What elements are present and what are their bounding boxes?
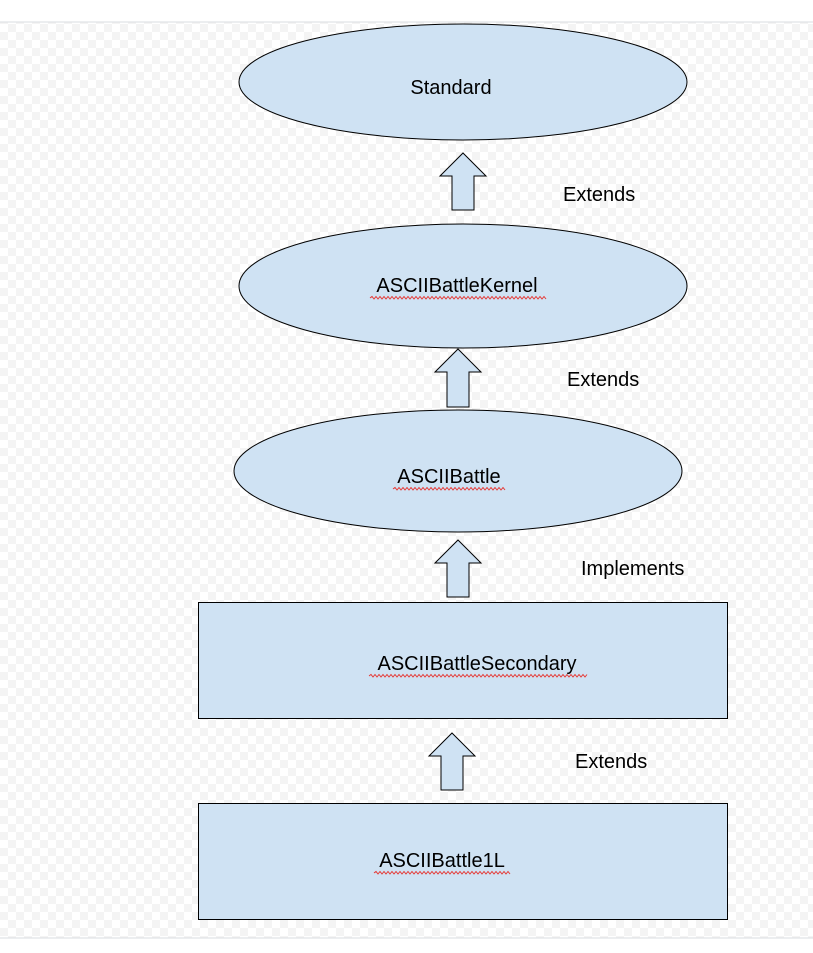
arrow-secondary-to-battle[interactable]: [433, 539, 483, 598]
node-secondary[interactable]: ASCIIBattleSecondary: [198, 602, 728, 719]
arrow-battle1l-to-secondary[interactable]: [427, 732, 477, 791]
node-standard[interactable]: Standard: [238, 23, 688, 141]
node-label-secondary: ASCIIBattleSecondary: [378, 653, 577, 675]
node-label-battle: ASCIIBattle: [397, 466, 500, 488]
edge-label-extends-3: Extends: [575, 751, 647, 773]
node-kernel[interactable]: ASCIIBattleKernel: [238, 223, 688, 349]
node-battle[interactable]: ASCIIBattle: [233, 409, 683, 533]
arrow-battle-to-kernel[interactable]: [433, 348, 483, 408]
spellcheck-underline-battle: [392, 486, 506, 491]
arrow-kernel-to-standard[interactable]: [438, 152, 488, 211]
edge-label-implements: Implements: [581, 558, 684, 580]
spellcheck-underline-battle1l: [373, 870, 511, 875]
edge-label-extends-2: Extends: [567, 369, 639, 391]
edge-label-extends-1: Extends: [563, 184, 635, 206]
node-label-battle1l: ASCIIBattle1L: [379, 850, 505, 872]
spellcheck-underline-kernel: [369, 295, 547, 300]
node-label-standard: Standard: [410, 77, 491, 99]
spellcheck-underline-secondary: [368, 673, 588, 678]
node-battle1l[interactable]: ASCIIBattle1L: [198, 803, 728, 920]
node-label-kernel: ASCIIBattleKernel: [376, 275, 537, 297]
